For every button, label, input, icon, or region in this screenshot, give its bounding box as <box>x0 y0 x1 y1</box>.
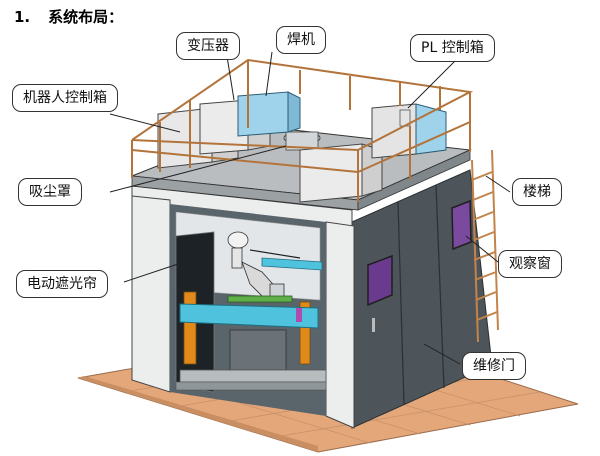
section-heading: 1. 系统布局： <box>14 6 123 27</box>
door-handle <box>372 318 375 332</box>
callout-leaders <box>109 49 511 365</box>
side-stairs <box>471 149 499 343</box>
label-observation-window: 观察窗 <box>498 250 562 278</box>
floor-rail-front <box>175 381 327 391</box>
label-dust-hood: 吸尘罩 <box>18 178 82 206</box>
front-right-post <box>325 221 355 429</box>
observation-window-left <box>367 254 393 307</box>
table-clamp <box>296 308 302 322</box>
welding-robot <box>227 231 301 301</box>
observation-window-right <box>451 199 472 251</box>
floor-rail <box>179 369 327 383</box>
label-plc-control-box: PL 控制箱 <box>410 34 495 62</box>
section-title: 系统布局： <box>48 8 124 26</box>
work-table <box>179 303 319 329</box>
label-maintenance-door: 维修门 <box>462 352 526 380</box>
positioner-left <box>183 291 197 365</box>
cabinet-box <box>299 143 363 203</box>
floor-edge <box>78 376 318 452</box>
machine-base <box>229 329 287 371</box>
positioner-right <box>299 301 311 365</box>
label-transformer: 变压器 <box>176 32 240 60</box>
label-welder: 焊机 <box>276 26 326 54</box>
welder-box <box>237 91 289 137</box>
front-left-post <box>131 195 171 393</box>
section-number: 1. <box>14 8 31 26</box>
welder-box-side <box>287 91 301 133</box>
label-robot-control-box: 机器人控制箱 <box>12 84 118 112</box>
label-electric-curtain: 电动遮光帘 <box>16 270 108 298</box>
upper-table <box>261 257 323 271</box>
label-stairs: 楼梯 <box>512 178 562 206</box>
welding-fixture <box>227 295 293 303</box>
roof-edge-right <box>357 149 471 211</box>
